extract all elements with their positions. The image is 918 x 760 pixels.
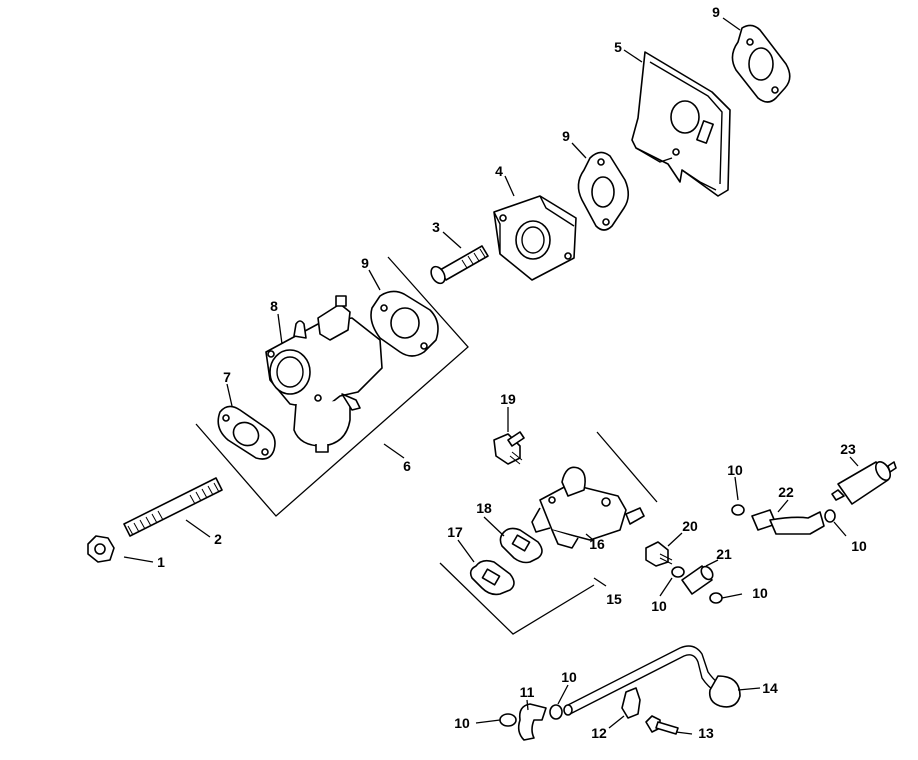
callout-7: 7: [223, 369, 231, 385]
part-20-fitting: [645, 541, 673, 567]
part-9-gasket-low: [370, 290, 439, 357]
part-7-gasket: [217, 405, 276, 460]
part-6-group-outline: [195, 256, 469, 517]
part-13-screw: [645, 715, 679, 735]
callout-2: 2: [214, 531, 222, 547]
callout-21: 21: [716, 546, 732, 562]
part-4-spacer: [493, 195, 577, 281]
callout-20: 20: [682, 518, 698, 534]
part-15-group-outline: [439, 431, 658, 635]
part-17-gasket: [469, 559, 515, 596]
callout-15: 15: [606, 591, 622, 607]
callout-12: 12: [591, 725, 607, 741]
part-9-gasket-top: [731, 24, 791, 103]
callout-10-e: 10: [561, 669, 577, 685]
part-22-hose: [731, 504, 836, 535]
callout-10-d: 10: [752, 585, 768, 601]
callout-10-b: 10: [851, 538, 867, 554]
callout-22: 22: [778, 484, 794, 500]
callout-10-c: 10: [651, 598, 667, 614]
callout-4: 4: [495, 163, 503, 179]
callout-1: 1: [157, 554, 165, 570]
part-1-nut: [87, 535, 115, 563]
part-5-bracket: [631, 51, 731, 197]
callout-19: 19: [500, 391, 516, 407]
callout-9-mid: 9: [562, 128, 570, 144]
callout-18: 18: [476, 500, 492, 516]
callout-9-low: 9: [361, 255, 369, 271]
part-19-elbow-fitting: [493, 431, 525, 465]
callout-3: 3: [432, 219, 440, 235]
callout-6: 6: [403, 458, 411, 474]
callout-5: 5: [614, 39, 622, 55]
callout-17: 17: [447, 524, 463, 540]
part-18-gasket: [499, 527, 543, 564]
part-3-bolt: [430, 245, 489, 285]
callout-10-f: 10: [454, 715, 470, 731]
callout-9-top: 9: [712, 4, 720, 20]
part-10-clamps-bottom: [499, 704, 563, 727]
callout-8: 8: [270, 298, 278, 314]
part-2-stud: [123, 477, 223, 537]
callout-13: 13: [698, 725, 714, 741]
part-23-fuel-filter: [831, 461, 897, 505]
part-21-hose: [681, 565, 714, 595]
part-8-carburetor: [265, 295, 383, 453]
callout-11: 11: [520, 684, 535, 700]
callout-16: 16: [589, 536, 605, 552]
part-12-clip: [621, 687, 641, 719]
callout-23: 23: [840, 441, 856, 457]
part-16-fuel-pump: [531, 466, 645, 549]
leader-lines: [123, 17, 859, 735]
part-14-fuel-line: [563, 645, 741, 716]
callout-10-a: 10: [727, 462, 743, 478]
callout-labels: 1 2 3 4 5 6 7 8 9 9 9 10 10 10 10 10 10 …: [157, 4, 867, 741]
part-11-elbow-hose: [517, 703, 547, 741]
part-9-gasket-mid: [577, 151, 630, 231]
callout-14: 14: [762, 680, 778, 696]
